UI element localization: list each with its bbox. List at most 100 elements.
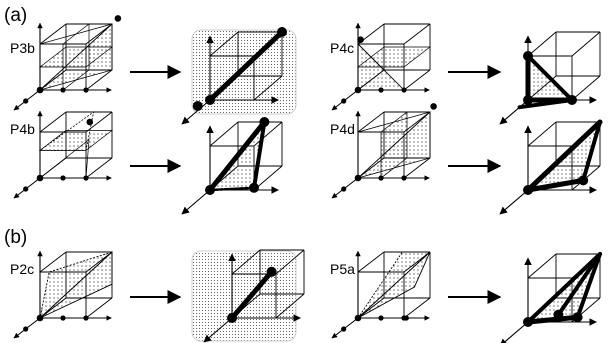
origin-dot [354, 86, 362, 94]
result-edge [525, 314, 581, 325]
cube-p2c-result [203, 249, 305, 343]
cube-edge [403, 157, 431, 179]
vertex-dot [578, 175, 589, 186]
cube-edge [403, 111, 431, 133]
result-line [229, 269, 275, 321]
cube-edge [39, 23, 67, 45]
cube-edge [275, 249, 305, 275]
vertex-dot [277, 27, 287, 37]
cube-edge [357, 297, 385, 319]
cube-edge [231, 249, 261, 275]
cube-edge [571, 31, 601, 57]
cube-edge [85, 23, 113, 45]
axis-dot [401, 175, 407, 181]
result-edge [525, 177, 586, 193]
cube-edge [357, 111, 385, 133]
vertex-dot [572, 312, 583, 323]
panel-label-p2c: P2c [10, 261, 34, 277]
cube-edge [253, 75, 283, 101]
section-label-a: (a) [4, 5, 27, 26]
cube-edge [39, 251, 67, 273]
vertex-dot [523, 51, 533, 61]
section-label-b: (b) [4, 227, 27, 248]
cube-edge [357, 251, 385, 273]
axis-z [499, 321, 529, 343]
axis-dot [83, 87, 89, 93]
highlight-box-p2c [191, 250, 297, 342]
axis-dot [341, 98, 347, 104]
axis-dot [23, 326, 29, 332]
cube-p4c-input [331, 22, 432, 111]
axis-dot [403, 315, 409, 321]
axis-dot [60, 315, 66, 321]
axis-z [203, 317, 233, 343]
axis-dot [60, 175, 66, 181]
cube-edge [39, 297, 67, 319]
cube-p2c-input [13, 250, 113, 339]
cube-edge [85, 111, 113, 133]
cube-edge [85, 251, 113, 273]
result-edge [526, 54, 574, 102]
axis-dot [341, 186, 347, 192]
plane [38, 111, 95, 151]
cube-edge [85, 297, 113, 319]
cube-p5a-input [331, 250, 432, 339]
axis-dot [378, 315, 384, 321]
axis-z [499, 189, 529, 215]
vertex-dot [266, 266, 277, 277]
vertex-dot [205, 185, 215, 195]
vertex-dot [205, 95, 215, 105]
axis-dot [83, 175, 89, 181]
vertex-dot [259, 117, 270, 127]
panel-label-p4b: P4b [10, 121, 35, 137]
origin-dot [36, 86, 44, 94]
origin-dot [354, 174, 362, 182]
cube-edge [527, 253, 557, 279]
cube-edge [39, 157, 67, 179]
vertex-dot [192, 101, 203, 111]
origin-dot [36, 314, 44, 322]
panel-label-p4c: P4c [330, 40, 354, 56]
vertex-dot [86, 118, 94, 126]
origin-dot [354, 314, 362, 322]
axis-dot [401, 87, 407, 93]
cube-edge [39, 69, 67, 91]
plane [38, 130, 114, 151]
result-line [207, 29, 285, 103]
vertex-dot [523, 95, 533, 105]
cube-p3b-input [13, 15, 122, 111]
result-edge [575, 252, 602, 320]
vertex-dot [523, 317, 533, 327]
cube-edge [209, 121, 239, 147]
cube-edge [275, 293, 305, 319]
cube-edge [39, 111, 67, 133]
axis-z [499, 99, 529, 125]
result-edge [581, 120, 602, 183]
cube-edge [403, 297, 431, 319]
cube-edge [357, 69, 385, 91]
cube-edge [209, 31, 239, 57]
cube-edge [85, 69, 113, 91]
origin-dot [36, 174, 44, 182]
vertex-dot [553, 309, 564, 320]
result-edge [252, 120, 267, 190]
panel-label-p5a: P5a [330, 261, 355, 277]
axis-dot [83, 315, 89, 321]
cube-edge [403, 69, 431, 91]
cube-p4d-result [499, 119, 603, 215]
plane [357, 251, 431, 319]
cube-edge [357, 157, 385, 179]
result-edge [526, 252, 602, 324]
cube-edge [571, 75, 601, 101]
vertex-dot [357, 36, 364, 43]
cube-edge [527, 31, 557, 57]
cube-edge [527, 121, 557, 147]
axis-dot [378, 87, 384, 93]
axis-z [181, 189, 211, 215]
vertex-dot [249, 182, 259, 193]
cube-edge [403, 251, 431, 273]
vertex-dot [114, 15, 122, 22]
vertex-dot [567, 95, 577, 105]
cube-edge [85, 157, 113, 179]
